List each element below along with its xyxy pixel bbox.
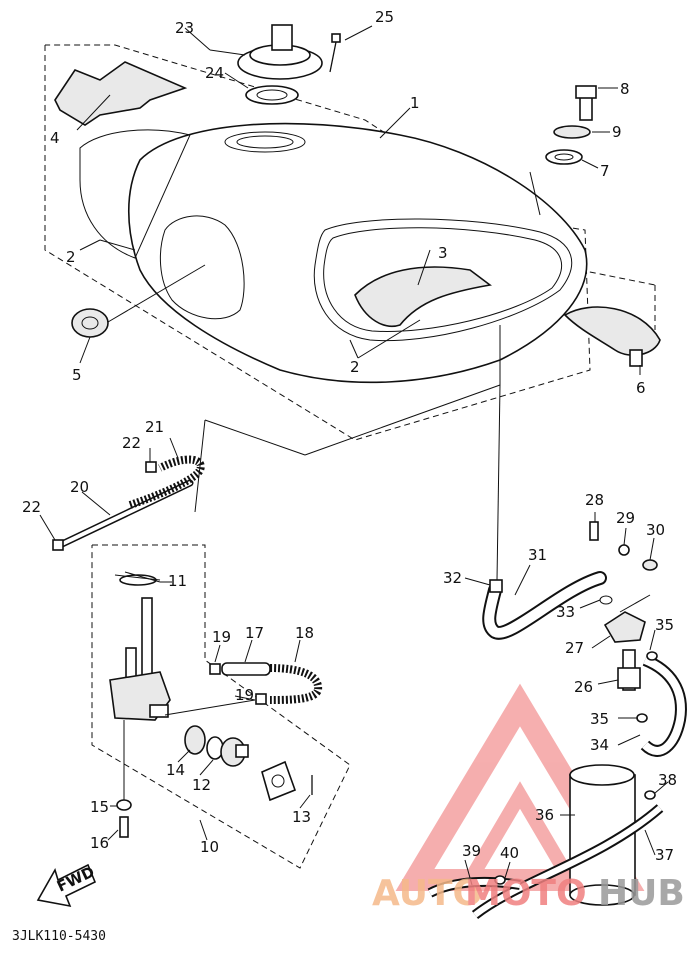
label-part-16: 16 (90, 834, 109, 852)
label-part-19: 19 (212, 628, 231, 646)
clip-22 (145, 461, 157, 473)
label-part-31: 31 (528, 546, 547, 564)
plate (261, 760, 297, 802)
label-part-12: 12 (192, 776, 211, 794)
hose-21 (128, 455, 205, 509)
clip-19 (209, 663, 221, 675)
label-part-38: 38 (658, 771, 677, 789)
gasket-14 (184, 725, 206, 755)
label-part-18: 18 (295, 624, 314, 642)
label-part-35b: 35 (590, 710, 609, 728)
washer-30 (642, 559, 658, 571)
label-part-6: 6 (636, 379, 646, 397)
label-part-27: 27 (565, 639, 584, 657)
clip-38 (644, 790, 656, 800)
label-part-2: 2 (66, 248, 76, 266)
label-part-40: 40 (500, 844, 519, 862)
label-part-25: 25 (375, 8, 394, 26)
tank-emblem (354, 266, 492, 327)
label-part-34: 34 (590, 736, 609, 754)
label-part-23: 23 (175, 19, 194, 37)
label-part-36: 36 (535, 806, 554, 824)
label-part-14: 14 (166, 761, 185, 779)
fwd-arrow: FWD (36, 863, 97, 908)
watermark-part-b: MOTO (465, 873, 587, 914)
clip-32 (489, 579, 503, 593)
label-part-39: 39 (462, 842, 481, 860)
part-labels: 1 2 2 3 4 5 6 7 8 9 10 11 12 13 14 15 16… (22, 8, 677, 864)
valve-26 (617, 649, 641, 691)
label-part-26: 26 (574, 678, 593, 696)
label-part-19b: 19 (235, 686, 254, 704)
clip-19b (255, 693, 267, 705)
label-part-11: 11 (168, 572, 187, 590)
cock-group-outline (91, 544, 351, 869)
label-part-35: 35 (655, 616, 674, 634)
label-part-32: 32 (443, 569, 462, 587)
label-part-10: 10 (200, 838, 219, 856)
clip-35 (646, 651, 658, 661)
fuel-tank (128, 122, 588, 384)
lever-cap (220, 737, 249, 767)
ring-7 (545, 149, 583, 165)
label-part-24: 24 (205, 64, 224, 82)
washer-9 (553, 125, 591, 139)
watermark-text: AUTO MOTO HUB (372, 873, 685, 914)
label-part-17: 17 (245, 624, 264, 642)
bolt-8 (575, 85, 597, 121)
label-part-9: 9 (612, 123, 622, 141)
leader-lines-right (464, 384, 669, 886)
bracket-6 (563, 306, 661, 367)
emblem-decal (54, 61, 188, 126)
fuel-cock (109, 574, 171, 721)
label-part-5: 5 (72, 366, 82, 384)
screw-16 (119, 816, 129, 838)
diagram-code: 3JLK110-5430 (12, 929, 106, 944)
label-part-20: 20 (70, 478, 89, 496)
label-part-28: 28 (585, 491, 604, 509)
label-part-22b: 22 (22, 498, 41, 516)
label-part-4: 4 (50, 129, 60, 147)
filler-cap (237, 24, 323, 105)
bolt-28 (589, 521, 599, 541)
nut-29 (618, 544, 630, 556)
label-part-29: 29 (616, 509, 635, 527)
stripe-left (79, 129, 191, 259)
label-part-30: 30 (646, 521, 665, 539)
label-part-37: 37 (655, 846, 674, 864)
watermark-part-a: AUTO (372, 873, 483, 914)
label-part-15: 15 (90, 798, 109, 816)
bolt-25 (329, 33, 341, 73)
washer-15 (116, 799, 132, 811)
label-part-13: 13 (292, 808, 311, 826)
bracket-27 (599, 595, 646, 643)
clip-35b (636, 713, 648, 723)
hose-17 (221, 662, 271, 676)
watermark-part-c: HUB (598, 873, 685, 914)
label-part-22: 22 (122, 434, 141, 452)
label-part-33: 33 (556, 603, 575, 621)
label-part-1: 1 (410, 94, 420, 112)
clip-22-left (52, 539, 64, 551)
tank-group-outline (44, 44, 591, 441)
leader-lines-lower (39, 437, 311, 841)
hose-18 (269, 664, 323, 704)
label-part-7: 7 (600, 162, 610, 180)
label-part-8: 8 (620, 80, 630, 98)
clip-40 (494, 875, 506, 885)
leader-lines (76, 25, 641, 385)
grommet-5 (71, 308, 109, 338)
label-part-2b: 2 (350, 358, 360, 376)
label-part-21: 21 (145, 418, 164, 436)
label-part-3: 3 (438, 244, 448, 262)
